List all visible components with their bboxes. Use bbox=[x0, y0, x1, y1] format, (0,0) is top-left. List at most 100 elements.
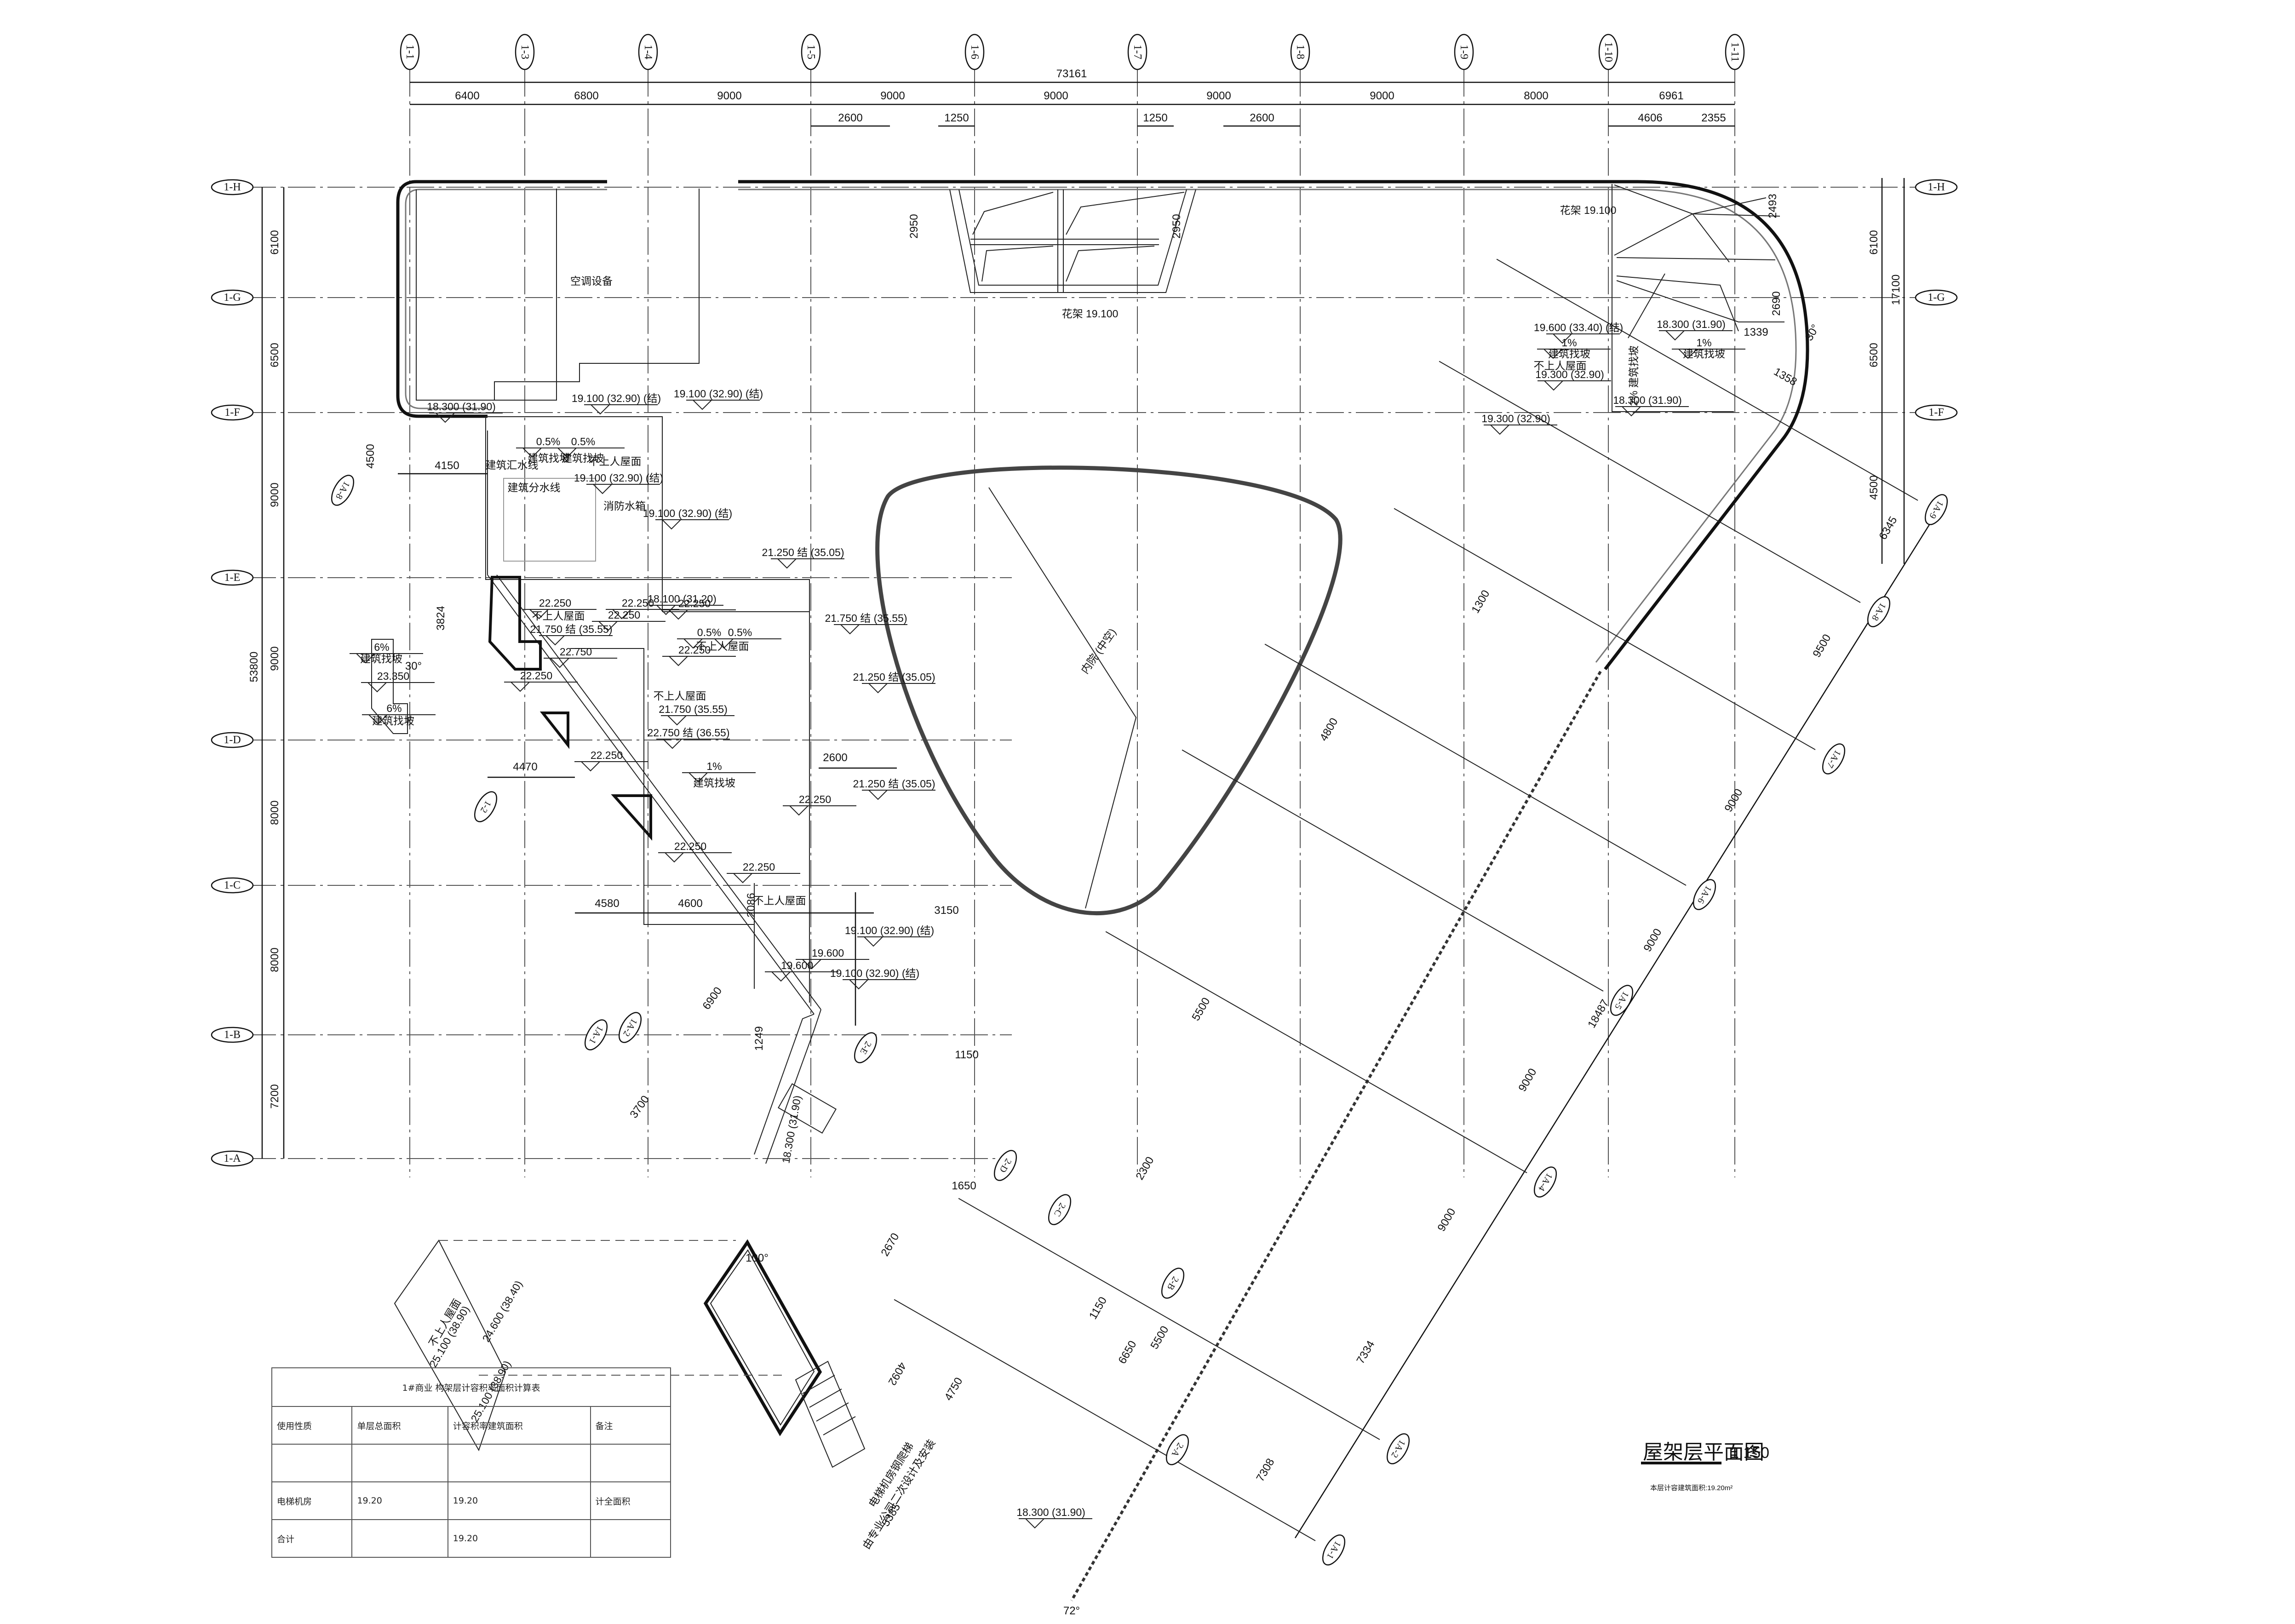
elevation-marker bbox=[727, 873, 800, 884]
elevation-marker bbox=[361, 682, 435, 693]
dimension-text: 5500 bbox=[1189, 995, 1212, 1023]
dimension-span-top: 6800 bbox=[574, 90, 598, 102]
axis-bubble bbox=[1822, 743, 1846, 775]
axis-label-right: 1-H bbox=[1928, 181, 1945, 193]
axis-bubble bbox=[854, 1032, 878, 1063]
axis-label-left: 1-G bbox=[224, 292, 241, 304]
elevation-marker bbox=[362, 714, 436, 725]
annotation-label: 22.250 bbox=[622, 597, 654, 609]
axis-bubble bbox=[400, 34, 420, 70]
dimension-text: 6650 bbox=[1116, 1338, 1139, 1366]
table-caption: 1#商业 构架层计容积率面积计算表 bbox=[271, 1367, 671, 1407]
elevation-marker bbox=[1538, 380, 1611, 391]
dimension-span-left: 6500 bbox=[269, 343, 281, 367]
dimension-text: 9000 bbox=[1435, 1206, 1458, 1234]
axis-label-left: 1-C bbox=[224, 879, 241, 891]
dimension-text: 4750 bbox=[942, 1375, 965, 1403]
annotation-label: 22.750 结 (36.55) bbox=[647, 727, 729, 739]
axis-label-top: 1-10 bbox=[1602, 42, 1614, 62]
table-cell: 19.20 bbox=[351, 1481, 448, 1520]
table-cell: 19.20 bbox=[447, 1481, 591, 1520]
annotation-label: 1% bbox=[1561, 337, 1577, 349]
axis-label-top: 1-7 bbox=[1131, 45, 1143, 59]
annotation-label: 建筑找坡 bbox=[528, 452, 570, 464]
annotation-label: 建筑汇水线 bbox=[486, 459, 539, 471]
dimension-span-left: 9000 bbox=[269, 482, 281, 507]
connector-canopy bbox=[778, 1083, 837, 1134]
dimension-span-right: 6500 bbox=[1868, 343, 1880, 367]
elevation-marker bbox=[771, 558, 844, 569]
table-row: 电梯机房 19.20 19.20 计全面积 bbox=[271, 1481, 671, 1520]
dimension-span-left: 6100 bbox=[269, 230, 281, 254]
diagonal-axis-line bbox=[894, 1299, 1316, 1541]
grid-lines bbox=[248, 69, 1918, 1177]
annotation-label: 建筑找坡 bbox=[1683, 348, 1725, 360]
annotation-label: 1% bbox=[706, 760, 722, 772]
elevation-marker bbox=[862, 683, 935, 694]
area-calculation-table: 1#商业 构架层计容积率面积计算表 使用性质 单层总面积 计容积率建筑面积 备注… bbox=[271, 1367, 671, 1558]
elevation-marker bbox=[857, 936, 931, 947]
axis-bubble bbox=[1161, 1268, 1185, 1299]
annotation-label: 花架 19.100 bbox=[1062, 308, 1119, 320]
dimension-text: 3150 bbox=[934, 904, 958, 917]
annotation-label: 不上人屋面 bbox=[1534, 360, 1587, 372]
axis-bubble bbox=[1867, 596, 1891, 627]
dimension-text: 2950 bbox=[1170, 214, 1183, 238]
annotation-label: 0.5% bbox=[571, 436, 595, 448]
axis-label-right: 1-F bbox=[1928, 407, 1944, 419]
dimension-sub-top: 1250 bbox=[944, 112, 969, 124]
elevation-marker bbox=[1484, 425, 1557, 435]
drawing-title: 屋架层平面图 bbox=[1643, 1441, 1764, 1463]
outer-wall-west bbox=[396, 180, 607, 418]
annotation-label: 21.250 结 (35.05) bbox=[853, 778, 935, 790]
dimension-span-top: 6961 bbox=[1659, 90, 1683, 102]
dimension-text: 2600 bbox=[823, 752, 847, 764]
axis-bubble bbox=[211, 404, 254, 421]
axis-label-top: 1-8 bbox=[1294, 45, 1306, 59]
dimension-text: 9000 bbox=[1516, 1066, 1539, 1094]
elevation-marker bbox=[429, 413, 503, 423]
annotation-label: 22.250 bbox=[520, 670, 552, 682]
elevation-marker bbox=[574, 761, 648, 772]
axis-bubble bbox=[515, 34, 535, 70]
annotation-label: 22.250 bbox=[743, 861, 775, 873]
elevation-marker bbox=[765, 971, 838, 982]
axis-label-left: 1-A bbox=[224, 1153, 241, 1165]
annotation-label: 19.100 (32.90) (结) bbox=[572, 392, 661, 404]
elevation-marker bbox=[843, 979, 916, 990]
elevation-marker bbox=[662, 656, 736, 666]
dimension-total-left: 53800 bbox=[248, 652, 260, 683]
dimension-sub-top: 2355 bbox=[1701, 112, 1726, 124]
axis-bubble bbox=[1048, 1194, 1072, 1225]
annotation-label: 建筑找坡 bbox=[360, 653, 402, 665]
dimension-text: 4580 bbox=[595, 897, 619, 910]
annotation-label: 花架 19.100 bbox=[1560, 204, 1617, 216]
diagonal-axis-lines bbox=[894, 258, 1918, 1541]
annotation-label: 1% bbox=[1696, 337, 1711, 349]
axis-bubble bbox=[1693, 879, 1716, 910]
annotation-label: 19.600 bbox=[781, 959, 813, 971]
axis-bubble bbox=[1386, 1433, 1410, 1464]
dimension-text: 2300 bbox=[1133, 1154, 1156, 1182]
annotation-label: 0.5% bbox=[697, 626, 721, 638]
elevation-marker bbox=[682, 772, 756, 783]
elevation-marker bbox=[661, 715, 734, 726]
axis-label-left: 1-B bbox=[224, 1029, 241, 1041]
annotation-label: 空调设备 bbox=[570, 275, 613, 287]
elevation-marker bbox=[1615, 406, 1689, 417]
elevator-machine-room-inner bbox=[710, 1249, 815, 1426]
axis-label-left: 1-D bbox=[224, 734, 241, 746]
dimension-text: 1300 bbox=[1469, 588, 1492, 615]
elevation-marker bbox=[1659, 330, 1733, 341]
axis-label-top: 1-1 bbox=[404, 45, 416, 59]
dimension-span-left: 7200 bbox=[269, 1084, 281, 1108]
dimension-total-right: 17100 bbox=[1890, 275, 1902, 305]
axis-bubble bbox=[1598, 34, 1618, 70]
table-cell: 计全面积 bbox=[590, 1481, 671, 1520]
annotation-label: 18.100 (31.20) bbox=[648, 593, 717, 605]
elevation-marker bbox=[539, 635, 613, 646]
table-cell bbox=[351, 1519, 448, 1558]
outer-wall-west-inner bbox=[405, 189, 607, 409]
elevation-marker bbox=[862, 790, 935, 800]
